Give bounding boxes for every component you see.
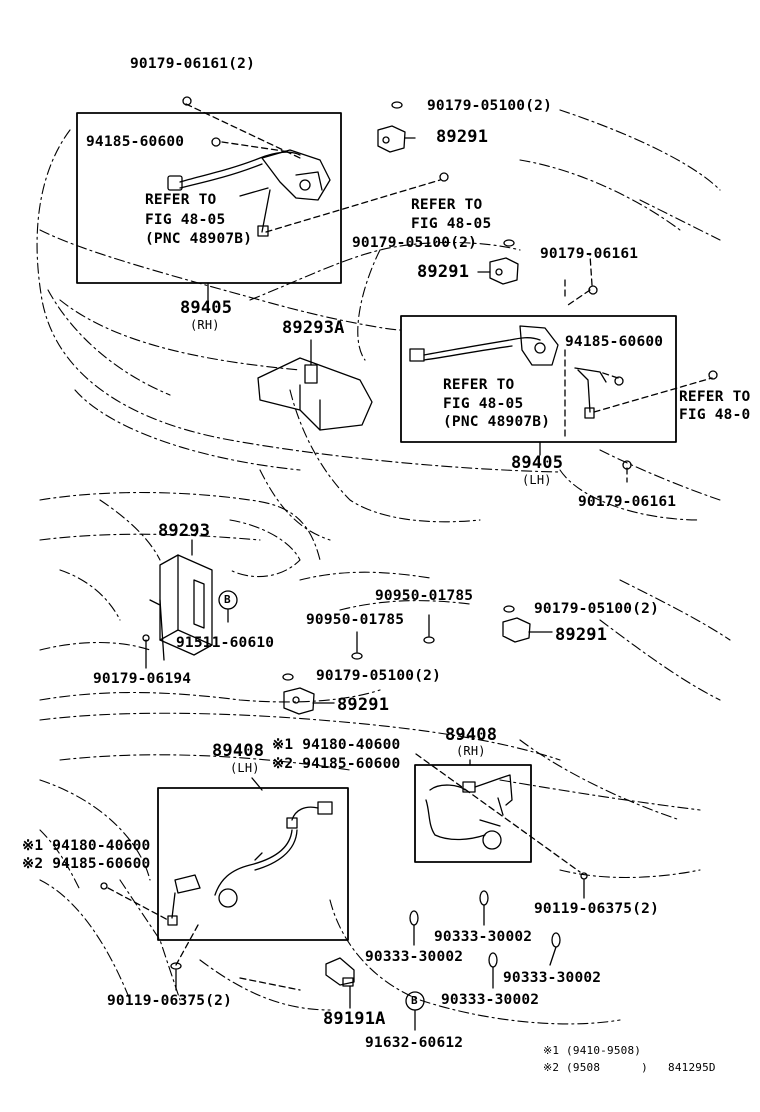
vehicle-body-outline xyxy=(36,109,731,1025)
label-rh-2: (RH) xyxy=(456,744,486,758)
sensor-bracket-89291-b xyxy=(489,257,519,285)
part-89408-lh: 89408 xyxy=(212,741,265,761)
part-90179-05100-2-d: 90179-05100(2) xyxy=(316,668,442,684)
rh-speed-sensor-box xyxy=(414,764,532,863)
callout-b-upper: B xyxy=(224,593,231,606)
refer-lh-line2: FIG 48-05 xyxy=(443,396,524,412)
sensor-bracket-89291-a xyxy=(377,125,406,153)
part-90333-30002-d: 90333-30002 xyxy=(441,992,540,1008)
part-94185-60600-lh: 94185-60600 xyxy=(565,334,664,350)
part-90179-05100-2-c: 90179-05100(2) xyxy=(534,601,660,617)
lh-speed-sensor-drawing xyxy=(167,801,333,926)
refer-right-line2: FIG 48-0 xyxy=(679,407,751,423)
part-90179-05100-2-a: 90179-05100(2) xyxy=(427,98,553,114)
drawing-number: 841295D xyxy=(668,1061,716,1074)
refer-mid-line2: FIG 48-05 xyxy=(411,216,492,232)
part-89405-rh: 89405 xyxy=(180,298,233,318)
part-89291-d: 89291 xyxy=(337,695,390,715)
part-90179-06161-lower: 90179-06161 xyxy=(578,494,677,510)
part-90950-01785-b: 90950-01785 xyxy=(306,612,405,628)
part-89291-a: 89291 xyxy=(436,127,489,147)
part-90179-06161-2-top: 90179-06161(2) xyxy=(130,56,256,72)
lh-speed-sensor-box xyxy=(157,787,349,941)
part-90179-06194: 90179-06194 xyxy=(93,671,192,687)
lh-height-sensor-box xyxy=(400,315,677,443)
part-94185-60600-rh: 94185-60600 xyxy=(86,134,185,150)
label-lh-1: (LH) xyxy=(522,473,552,487)
part-90119-06375-2-right: 90119-06375(2) xyxy=(534,901,660,917)
part-90179-06161-right: 90179-06161 xyxy=(540,246,639,262)
part-m2-94185-60600-mid: ※2 94185-60600 xyxy=(272,756,401,772)
part-91632-60612: 91632-60612 xyxy=(365,1035,464,1051)
refer-rh-line1: REFER TO xyxy=(145,192,217,208)
refer-mid-line1: REFER TO xyxy=(411,197,483,213)
bracket-89293A-drawing xyxy=(257,339,373,431)
part-m2-94185-60600-left: ※2 94185-60600 xyxy=(22,856,151,872)
part-89408-rh: 89408 xyxy=(445,725,498,745)
part-m1-94180-40600-left: ※1 94180-40600 xyxy=(22,838,151,854)
refer-lh-line1: REFER TO xyxy=(443,377,515,393)
refer-rh-line2: FIG 48-05 xyxy=(145,212,226,228)
part-89191A: 89191A xyxy=(323,1009,386,1029)
rh-speed-sensor-drawing xyxy=(425,774,513,850)
sensor-bracket-89291-d xyxy=(283,687,315,715)
label-rh-1: (RH) xyxy=(190,318,220,332)
lh-height-sensor-drawing xyxy=(409,325,607,419)
callout-b-lower: B xyxy=(411,994,418,1007)
refer-rh-line3: (PNC 48907B) xyxy=(145,231,253,247)
part-89405-lh: 89405 xyxy=(511,453,564,473)
part-90333-30002-c: 90333-30002 xyxy=(503,970,602,986)
footnote-2: ※2 (9508 ) xyxy=(543,1061,648,1074)
part-90333-30002-a: 90333-30002 xyxy=(434,929,533,945)
part-89293A: 89293A xyxy=(282,318,345,338)
sensor-bracket-89291-c xyxy=(502,617,531,643)
part-89291-c: 89291 xyxy=(555,625,608,645)
footnote-1: ※1 (9410-9508) xyxy=(543,1044,642,1057)
part-89291-b: 89291 xyxy=(417,262,470,282)
label-lh-2: (LH) xyxy=(230,761,260,775)
refer-right-line1: REFER TO xyxy=(679,389,751,405)
rh-height-sensor-box xyxy=(76,112,342,284)
part-90119-06375-2-left: 90119-06375(2) xyxy=(107,993,233,1009)
part-m1-94180-40600-mid: ※1 94180-40600 xyxy=(272,737,401,753)
part-91511-60610: 91511-60610 xyxy=(176,635,275,651)
bracket-89191A-drawing xyxy=(325,957,355,987)
ecu-89293-drawing xyxy=(149,539,213,661)
part-90950-01785-a: 90950-01785 xyxy=(375,588,474,604)
part-90179-05100-2-b: 90179-05100(2) xyxy=(352,235,478,251)
refer-lh-line3: (PNC 48907B) xyxy=(443,414,551,430)
part-90333-30002-b: 90333-30002 xyxy=(365,949,464,965)
part-89293: 89293 xyxy=(158,521,211,541)
